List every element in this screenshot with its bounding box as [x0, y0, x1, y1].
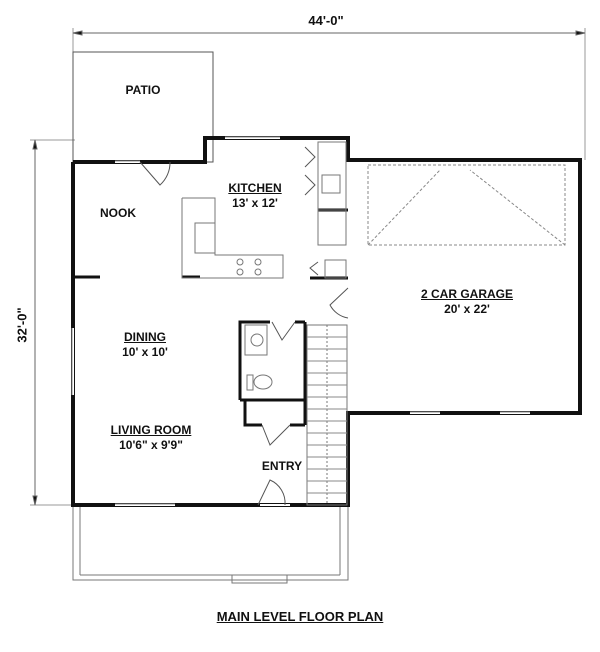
door-swings: [139, 146, 349, 506]
staircase: [306, 324, 348, 506]
garage-size: 20' x 22': [444, 302, 490, 316]
bathroom-fixtures: [244, 324, 273, 391]
cooktop-burners: [236, 258, 262, 276]
dining-label: DINING: [124, 330, 166, 344]
patio-label: PATIO: [125, 83, 161, 97]
plan-title: MAIN LEVEL FLOOR PLAN: [216, 609, 384, 624]
kitchen-counters: [181, 141, 347, 279]
depth-dimension-line: [30, 139, 75, 506]
kitchen-size: 13' x 12': [232, 196, 278, 210]
exterior-walls: [71, 136, 582, 507]
entry-label: ENTRY: [261, 459, 303, 473]
patio-slab: [72, 51, 214, 163]
living-room-size: 10'6" x 9'9": [119, 438, 183, 452]
kitchen-label: KITCHEN: [228, 181, 282, 195]
garage-door: [367, 164, 566, 246]
nook-label: NOOK: [100, 206, 136, 220]
dining-size: 10' x 10': [122, 345, 168, 359]
living-room-label: LIVING ROOM: [110, 423, 192, 437]
front-porch: [72, 504, 349, 584]
garage-label: 2 CAR GARAGE: [420, 287, 514, 301]
windows: [72, 137, 530, 506]
width-dimension-label: 44'-0": [308, 13, 344, 28]
depth-dimension-label: 32'-0": [14, 307, 30, 343]
